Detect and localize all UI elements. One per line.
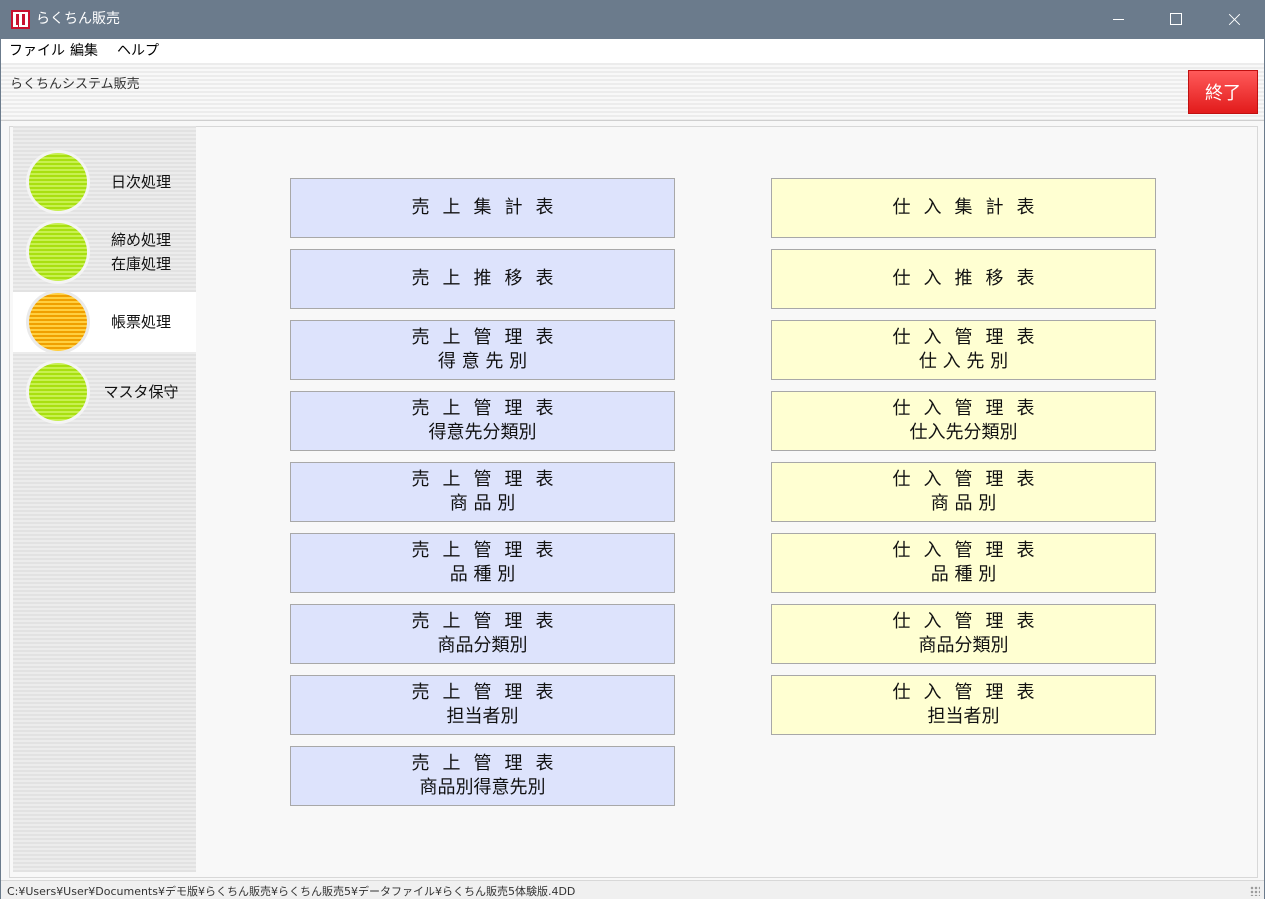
header-panel: らくちんシステム販売 終了: [1, 63, 1264, 120]
menu-help[interactable]: ヘルプ: [117, 43, 159, 59]
status-bar: C:¥Users¥User¥Documents¥デモ版¥らくちん販売¥らくちん販…: [1, 880, 1264, 899]
purchase-by-variety-button[interactable]: 仕入管理表品 種 別: [771, 533, 1156, 593]
purchase-by-supplier-category-button[interactable]: 仕入管理表仕入先分類別: [771, 391, 1156, 451]
button-label: 売上管理表: [411, 469, 567, 490]
sales-summary-button[interactable]: 売上集計表: [290, 178, 675, 238]
purchase-by-staff-button[interactable]: 仕入管理表担当者別: [771, 675, 1156, 735]
sales-by-customer-button[interactable]: 売上管理表得 意 先 別: [290, 320, 675, 380]
purchase-summary-button[interactable]: 仕入集計表: [771, 178, 1156, 238]
purchase-by-product-category-button[interactable]: 仕入管理表商品分類別: [771, 604, 1156, 664]
button-label: 仕入推移表: [892, 268, 1048, 289]
green-ball-icon: [29, 223, 87, 281]
sales-by-product-button[interactable]: 売上管理表商 品 別: [290, 462, 675, 522]
menu-file[interactable]: ファイル: [9, 43, 65, 59]
button-label: 売上管理表: [411, 611, 567, 632]
button-sublabel: 商品別得意先別: [419, 777, 546, 798]
sales-by-variety-button[interactable]: 売上管理表品 種 別: [290, 533, 675, 593]
sidebar-item-master[interactable]: マスタ保守: [13, 362, 196, 422]
button-sublabel: 商品分類別: [437, 635, 528, 656]
button-label: 仕入管理表: [892, 469, 1048, 490]
button-sublabel: 商品分類別: [918, 635, 1009, 656]
window-title: らくちん販売: [36, 11, 120, 27]
green-ball-icon: [29, 153, 87, 211]
title-bar: らくちん販売: [0, 0, 1265, 39]
sidebar-item-label: 日次処理: [110, 173, 171, 191]
sidebar-item-label: 帳票処理: [110, 313, 171, 331]
green-ball-icon: [29, 363, 87, 421]
minimize-button[interactable]: [1090, 0, 1148, 39]
file-path: C:¥Users¥User¥Documents¥デモ版¥らくちん販売¥らくちん販…: [7, 885, 576, 898]
button-sublabel: 得 意 先 別: [437, 351, 528, 372]
button-sublabel: 商 品 別: [930, 493, 997, 514]
menu-bar: ファイル 編集 ヘルプ: [1, 39, 1264, 63]
sidebar-item-label-line1: 締め処理: [110, 231, 171, 249]
orange-ball-icon: [29, 293, 87, 351]
sales-by-staff-button[interactable]: 売上管理表担当者別: [290, 675, 675, 735]
button-sublabel: 品 種 別: [930, 564, 997, 585]
resize-grip-icon[interactable]: [1250, 886, 1260, 896]
purchase-by-supplier-button[interactable]: 仕入管理表仕 入 先 別: [771, 320, 1156, 380]
sidebar: 日次処理 締め処理 在庫処理 帳票処理 マスタ保守: [13, 126, 196, 872]
button-sublabel: 品 種 別: [449, 564, 516, 585]
exit-button[interactable]: 終了: [1188, 70, 1258, 114]
system-name: らくちんシステム販売: [10, 77, 140, 92]
sales-by-customer-category-button[interactable]: 売上管理表得意先分類別: [290, 391, 675, 451]
close-button[interactable]: [1205, 0, 1263, 39]
sidebar-item-daily[interactable]: 日次処理: [13, 152, 196, 212]
sidebar-item-closing-inventory[interactable]: 締め処理 在庫処理: [13, 222, 196, 282]
sales-trend-button[interactable]: 売上推移表: [290, 249, 675, 309]
menu-edit[interactable]: 編集: [70, 43, 98, 59]
button-label: 仕入管理表: [892, 327, 1048, 348]
button-label: 仕入管理表: [892, 682, 1048, 703]
app-icon: [11, 10, 30, 29]
button-label: 売上管理表: [411, 682, 567, 703]
button-label: 売上管理表: [411, 398, 567, 419]
sales-by-product-category-button[interactable]: 売上管理表商品分類別: [290, 604, 675, 664]
sidebar-item-reports[interactable]: 帳票処理: [13, 292, 196, 352]
button-sublabel: 仕入先分類別: [909, 422, 1018, 443]
button-sublabel: 商 品 別: [449, 493, 516, 514]
button-label: 売上管理表: [411, 753, 567, 774]
button-sublabel: 仕 入 先 別: [918, 351, 1009, 372]
maximize-button[interactable]: [1147, 0, 1205, 39]
button-label: 売上管理表: [411, 327, 567, 348]
button-label: 売上管理表: [411, 540, 567, 561]
sidebar-item-label: マスタ保守: [103, 383, 179, 401]
purchase-by-product-button[interactable]: 仕入管理表商 品 別: [771, 462, 1156, 522]
purchase-trend-button[interactable]: 仕入推移表: [771, 249, 1156, 309]
button-sublabel: 担当者別: [927, 706, 1000, 727]
button-label: 売上集計表: [411, 197, 567, 218]
button-sublabel: 担当者別: [446, 706, 519, 727]
button-sublabel: 得意先分類別: [428, 422, 537, 443]
sales-by-product-customer-button[interactable]: 売上管理表商品別得意先別: [290, 746, 675, 806]
sidebar-item-label: 締め処理 在庫処理: [101, 228, 181, 276]
button-label: 仕入管理表: [892, 611, 1048, 632]
button-label: 売上推移表: [411, 268, 567, 289]
sidebar-item-label-line2: 在庫処理: [110, 255, 171, 273]
button-label: 仕入管理表: [892, 540, 1048, 561]
button-label: 仕入管理表: [892, 398, 1048, 419]
button-label: 仕入集計表: [892, 197, 1048, 218]
